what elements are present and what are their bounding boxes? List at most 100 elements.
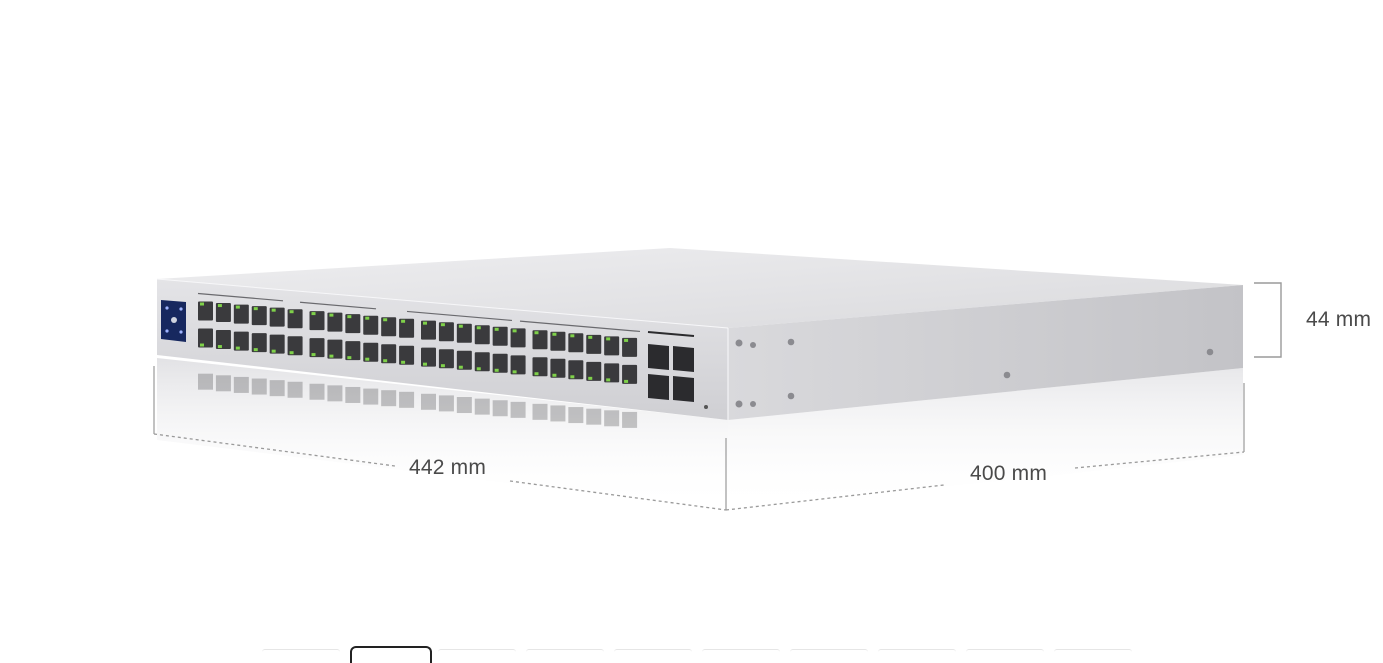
gallery-thumbnail[interactable]: [878, 649, 956, 662]
gallery-thumbnail[interactable]: [262, 649, 340, 662]
rj45-port: [532, 330, 548, 350]
rj45-port: [399, 318, 415, 338]
port-reflection: [474, 398, 490, 415]
rj45-port: [550, 331, 566, 351]
port-reflection: [438, 395, 454, 412]
port-led: [494, 327, 499, 331]
port-led: [200, 343, 204, 347]
port-led: [570, 334, 575, 338]
rj45-port: [604, 363, 620, 383]
port-led: [476, 367, 481, 371]
port-led: [401, 360, 406, 364]
port-led: [440, 364, 445, 368]
touch-display: [161, 300, 186, 342]
sfp-ports: [648, 344, 694, 402]
port-reflection: [586, 408, 602, 425]
port-led: [458, 324, 463, 328]
rj45-port: [492, 353, 508, 373]
gallery-thumbnail[interactable]: [702, 649, 780, 662]
rj45-port: [233, 331, 249, 351]
rj45-port: [568, 360, 584, 380]
rj45-port: [251, 306, 267, 326]
port-reflection: [550, 405, 566, 422]
gallery-thumbnail-strip: [262, 643, 1142, 663]
rj45-port: [604, 336, 620, 356]
port-led: [383, 359, 388, 363]
port-led: [512, 370, 517, 374]
port-led: [534, 331, 539, 335]
rj45-port: [309, 338, 325, 358]
gallery-thumbnail[interactable]: [790, 649, 868, 662]
dimension-lines: [153, 282, 1282, 511]
port-reflection: [510, 401, 526, 418]
port-reflection: [568, 407, 584, 424]
gallery-thumbnail[interactable]: [966, 649, 1044, 662]
port-group-line: [519, 320, 641, 333]
rj45-port: [309, 311, 325, 331]
rj45-port: [474, 325, 490, 345]
port-reflection: [251, 378, 267, 395]
port-led: [440, 323, 445, 327]
rj45-port: [198, 328, 213, 348]
rj45-port: [233, 304, 249, 324]
port-led: [253, 307, 258, 311]
rj45-port: [381, 344, 397, 364]
rj45-port: [345, 314, 361, 334]
gallery-thumbnail[interactable]: [1054, 649, 1132, 662]
rj45-port: [456, 350, 472, 370]
port-led: [624, 338, 629, 342]
gallery-thumbnail[interactable]: [526, 649, 604, 662]
rj45-port: [456, 323, 472, 343]
port-led: [624, 379, 629, 383]
port-led: [271, 349, 276, 353]
port-led: [253, 348, 258, 352]
height-dimension-label: 44 mm: [1306, 308, 1372, 331]
port-reflection: [233, 376, 249, 393]
rj45-port: [622, 337, 638, 357]
port-led: [606, 378, 611, 382]
port-reflection: [421, 393, 436, 410]
port-led: [423, 362, 427, 366]
port-led: [552, 332, 557, 336]
port-reflection: [345, 386, 361, 403]
rj45-port: [586, 334, 602, 354]
rack-screws: [735, 338, 1214, 408]
port-reflection: [622, 411, 638, 428]
rj45-port: [474, 352, 490, 372]
port-led: [534, 372, 539, 376]
port-reflection: [532, 403, 548, 420]
port-led: [365, 316, 370, 320]
port-led: [458, 365, 463, 369]
port-led: [606, 337, 611, 341]
port-led: [289, 310, 294, 314]
port-led: [289, 351, 294, 355]
port-reflection: [269, 380, 285, 397]
port-led: [235, 346, 240, 350]
rj45-port: [198, 301, 213, 321]
rj45-port: [287, 336, 303, 356]
port-reflection: [604, 410, 620, 427]
port-led: [423, 321, 427, 325]
port-led: [365, 357, 370, 361]
gallery-thumbnail[interactable]: [438, 649, 516, 662]
rj45-port: [363, 315, 379, 335]
rj45-port: [381, 317, 397, 337]
rj45-port: [251, 333, 267, 353]
port-led: [588, 376, 593, 380]
rj45-port: [327, 339, 343, 359]
port-led: [401, 319, 406, 323]
rj45-port: [510, 355, 526, 375]
port-group-line: [299, 301, 377, 310]
port-reflection: [215, 375, 231, 392]
port-led: [311, 353, 316, 357]
rj45-port: [215, 303, 231, 323]
port-led: [383, 318, 388, 322]
port-led: [494, 368, 499, 372]
chassis-side: [728, 285, 1243, 420]
gallery-thumbnail[interactable]: [614, 649, 692, 662]
rj45-port: [510, 328, 526, 348]
gallery-thumbnail[interactable]: [350, 646, 432, 663]
rj45-port: [327, 312, 343, 332]
